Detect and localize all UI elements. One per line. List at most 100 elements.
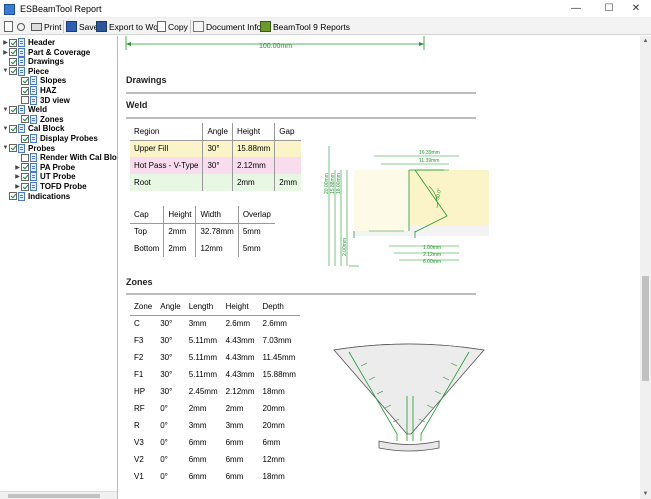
table-cell: 4.43mm — [225, 353, 255, 362]
tree-item[interactable]: Drawings — [2, 57, 64, 67]
scroll-up-arrow[interactable]: ▲ — [642, 38, 649, 44]
export-word-button[interactable]: Export to Word — [96, 19, 166, 34]
tree-checkbox[interactable] — [21, 172, 29, 181]
table-cell: 2.6mm — [262, 319, 287, 329]
collapse-arrow-icon[interactable]: ▼ — [2, 145, 9, 152]
tree-item[interactable]: Render With Cal Block — [14, 153, 117, 163]
table-cell: Top — [134, 227, 147, 237]
tree-scroll-thumb[interactable] — [8, 494, 100, 498]
tree-checkbox[interactable] — [9, 192, 17, 201]
table-cell: 30° — [202, 140, 233, 157]
close-button[interactable]: ✕ — [631, 3, 641, 14]
tree-checkbox[interactable] — [21, 76, 29, 85]
expand-arrow-icon[interactable]: ▶ — [15, 174, 20, 181]
table-cell: 2mm — [231, 174, 275, 191]
table-cell: 18mm — [262, 387, 285, 396]
table-cell: RF — [134, 404, 145, 413]
collapse-arrow-icon[interactable]: ▼ — [2, 68, 9, 75]
content-scrollbar[interactable]: ▲ ▼ — [640, 36, 651, 499]
tree-checkbox[interactable] — [9, 38, 17, 47]
tree-item[interactable]: Zones — [14, 114, 64, 124]
tree-item[interactable]: ▶ PA Probe — [14, 162, 76, 172]
tree-checkbox[interactable] — [21, 153, 29, 162]
scroll-down-arrow[interactable]: ▼ — [642, 491, 649, 497]
table-cell: Upper Fill — [134, 144, 169, 154]
expand-arrow-icon[interactable]: ▶ — [3, 49, 8, 56]
preview-button[interactable] — [17, 19, 27, 34]
tree-item[interactable]: ▶TOFD Probe — [14, 182, 87, 191]
tree-checkbox[interactable] — [21, 163, 29, 172]
floppy-icon — [66, 21, 77, 32]
toolbar-separator — [63, 20, 64, 33]
tree-checkbox[interactable] — [9, 124, 17, 133]
tree-item-label: Slopes — [40, 76, 67, 86]
tree-checkbox[interactable] — [21, 86, 29, 95]
print-button[interactable]: Print — [31, 19, 61, 34]
table-cell: 0° — [160, 404, 168, 413]
table-cell: 2.6mm — [225, 319, 251, 329]
tree-item[interactable]: Display Probes — [14, 134, 98, 143]
beamtool-reports-button[interactable]: BeamTool 9 Reports — [260, 19, 350, 34]
collapse-arrow-icon[interactable]: ▼ — [2, 125, 9, 132]
tree-item[interactable]: ▶ UT Probe — [14, 172, 76, 182]
tree-item[interactable]: ▶Header — [2, 38, 55, 47]
doc-info-label: Document Info... — [206, 21, 269, 32]
table-cell: 30° — [202, 157, 233, 174]
copy-button[interactable]: Copy — [157, 19, 188, 34]
magnifier-icon — [17, 22, 25, 31]
tree-item[interactable]: 3D view — [14, 95, 70, 105]
tree-checkbox[interactable] — [9, 57, 17, 66]
tree-checkbox[interactable] — [21, 115, 29, 124]
tree-checkbox[interactable] — [21, 182, 29, 191]
table-cell: 30° — [160, 319, 173, 329]
tree-checkbox[interactable] — [9, 105, 17, 114]
tree-item-label: Piece — [28, 66, 49, 76]
tree-item[interactable]: ▼Probes — [2, 143, 55, 153]
tree-item[interactable]: Slopes — [14, 76, 67, 86]
tree-item-label: HAZ — [40, 86, 57, 95]
document-icon — [30, 134, 37, 143]
table-cell: 0° — [160, 455, 168, 464]
document-info-button[interactable]: Document Info... — [193, 19, 268, 34]
table-cell: 30° — [160, 353, 173, 362]
tree-checkbox[interactable] — [21, 96, 29, 105]
table-cell: 6mm — [188, 438, 207, 447]
minimize-button[interactable]: — — [571, 3, 581, 14]
tree-horizontal-scrollbar[interactable] — [0, 491, 117, 499]
expand-arrow-icon[interactable]: ▶ — [15, 184, 20, 190]
printer-icon — [31, 22, 42, 31]
table-cell: Hot Pass - V-Type — [134, 161, 199, 170]
tree-item-label: PA Probe — [40, 162, 76, 172]
tree-item[interactable]: HAZ — [14, 86, 56, 95]
table-cell: V3 — [134, 438, 144, 447]
tree-checkbox[interactable] — [9, 67, 17, 76]
expand-arrow-icon[interactable]: ▶ — [15, 164, 20, 171]
tree-checkbox[interactable] — [9, 144, 17, 153]
tree-item-label: UT Probe — [40, 172, 76, 182]
collapse-arrow-icon[interactable]: ▼ — [2, 106, 9, 113]
table-cell — [274, 157, 302, 174]
tree-checkbox[interactable] — [21, 134, 29, 143]
tree-item[interactable]: Indications — [2, 191, 70, 201]
document-icon — [18, 47, 25, 57]
document-icon — [30, 76, 37, 86]
section-divider — [126, 117, 476, 119]
table-cell: 5mm — [237, 240, 275, 257]
tree-item[interactable]: ▼Cal Block — [2, 124, 64, 134]
scroll-thumb[interactable] — [642, 276, 649, 381]
tree-item[interactable]: ▼ Piece — [2, 66, 49, 76]
page-setup-button[interactable] — [4, 19, 15, 34]
table-cell: 2mm — [163, 240, 196, 257]
save-button[interactable]: Save — [66, 19, 98, 34]
tree-item-label: Weld — [28, 105, 47, 115]
tree-item[interactable]: ▶Part & Coverage — [2, 47, 90, 57]
expand-arrow-icon[interactable]: ▶ — [3, 40, 8, 46]
document-icon — [18, 143, 25, 153]
maximize-button[interactable]: ☐ — [604, 3, 614, 14]
tree-item[interactable]: ▼ Weld — [2, 105, 47, 115]
tree-checkbox[interactable] — [9, 48, 17, 57]
export-label: Export to Word — [109, 21, 166, 32]
table-cell: 15.88mm — [262, 370, 296, 379]
